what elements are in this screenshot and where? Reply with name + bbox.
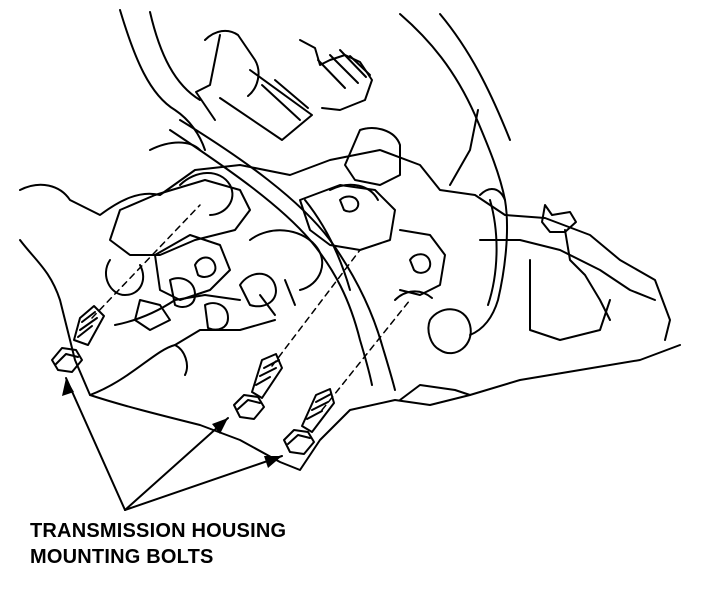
callout-line-1: TRANSMISSION HOUSING bbox=[30, 520, 287, 542]
callout-arrowheads bbox=[62, 378, 282, 468]
bolt-alignment-lines bbox=[91, 204, 411, 411]
hoses-and-cables bbox=[149, 109, 509, 391]
transmission-housing bbox=[19, 149, 681, 471]
callout-leader-lines bbox=[65, 377, 283, 511]
mounting-bolt-2 bbox=[233, 353, 283, 420]
wiring-harness bbox=[119, 9, 511, 201]
mounting-bolt-1 bbox=[51, 305, 105, 373]
engine-block-details bbox=[105, 127, 472, 355]
bolts-callout-label: TRANSMISSION HOUSING MOUNTING BOLTS bbox=[30, 518, 286, 570]
mounting-bolt-3 bbox=[283, 388, 335, 455]
callout-line-2: MOUNTING BOLTS bbox=[30, 546, 214, 568]
